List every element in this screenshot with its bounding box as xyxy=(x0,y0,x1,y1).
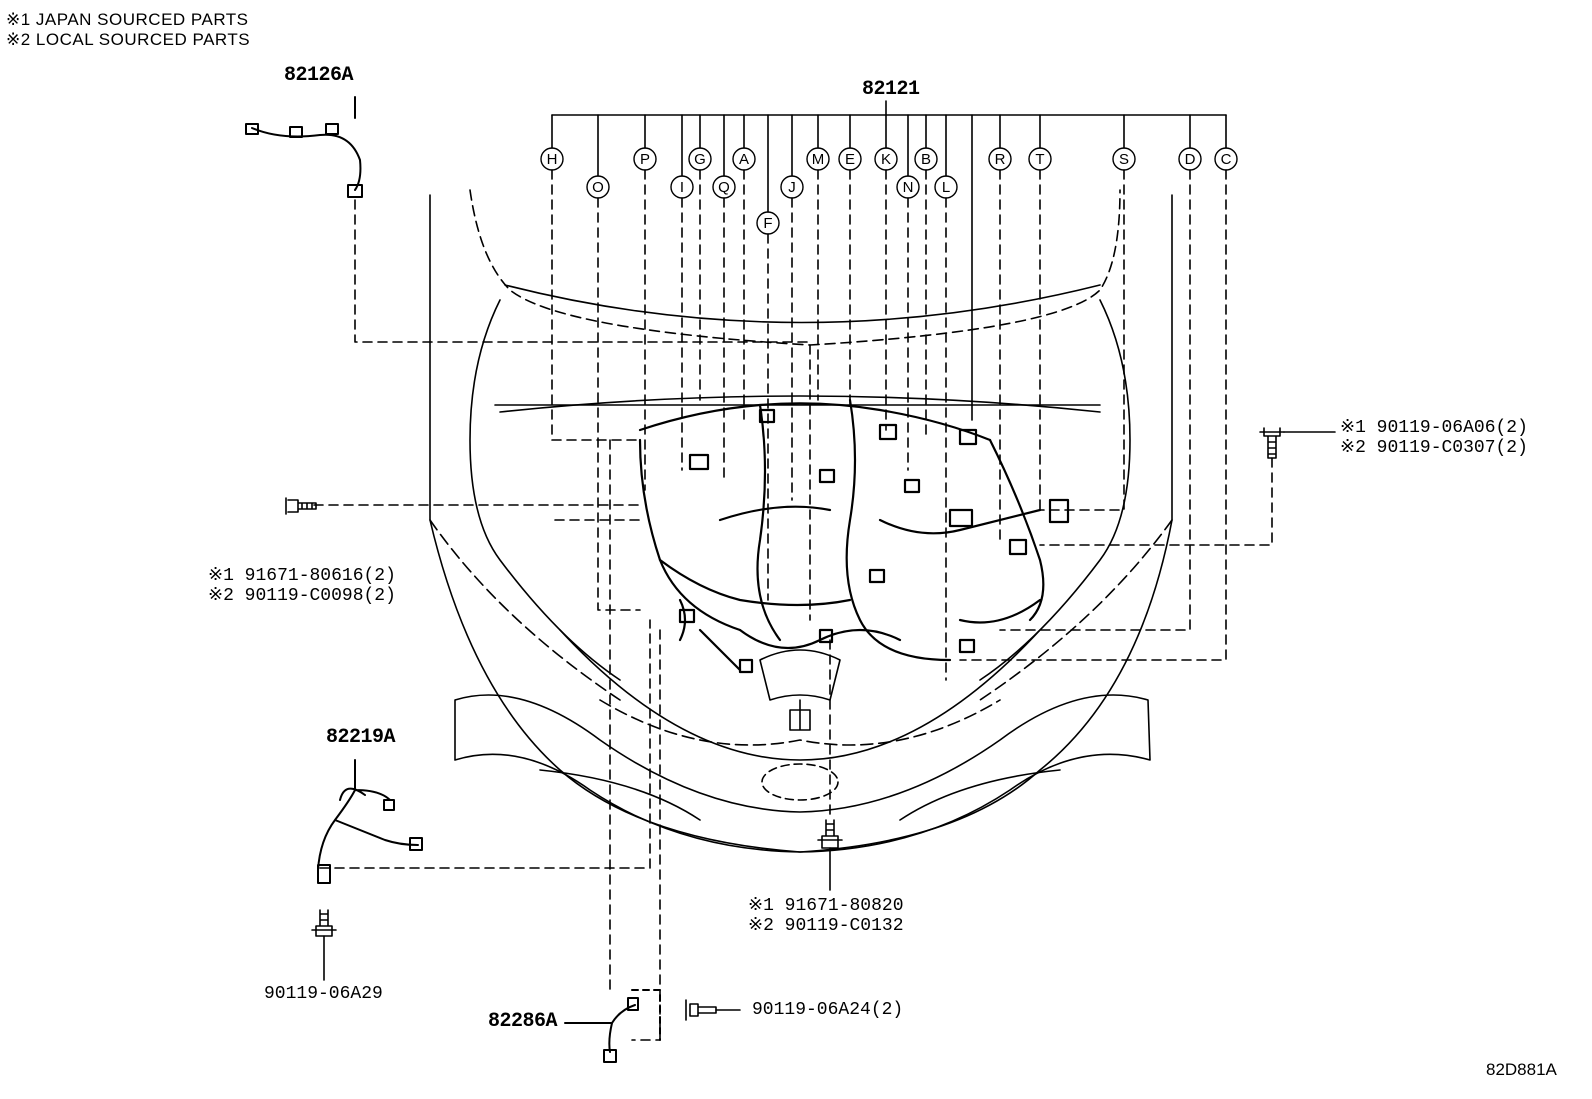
part-label-82121: 82121 xyxy=(862,78,920,101)
connector-label-l: L xyxy=(942,179,950,196)
part-label-bolt-82286a: 90119-06A24(2) xyxy=(752,1000,904,1020)
connector-label-a: A xyxy=(739,151,749,168)
part-label-bolt-center-2: ※2 90119-C0132 xyxy=(748,916,904,936)
connector-label-q: Q xyxy=(718,179,730,196)
connector-label-e: E xyxy=(845,151,855,168)
bolt-icon-right xyxy=(1259,427,1336,459)
bolt-icon-82219a xyxy=(311,909,337,981)
connector-label-b: B xyxy=(921,151,931,168)
connector-label-g: G xyxy=(694,151,706,168)
part-label-82286a: 82286A xyxy=(488,1010,558,1033)
part-label-bolt-82219a: 90119-06A29 xyxy=(264,984,383,1004)
connector-label-h: H xyxy=(547,151,558,168)
part-label-bolt-center-1: ※1 91671-80820 xyxy=(748,896,904,916)
bolt-icon-82286a xyxy=(685,999,741,1021)
connector-label-i: I xyxy=(680,179,684,196)
bolt-icon-left xyxy=(285,497,317,515)
note-local-sourced: ※2 LOCAL SOURCED PARTS xyxy=(6,30,251,49)
dashed-leaders xyxy=(313,169,1273,1041)
connector-label-s: S xyxy=(1119,151,1129,168)
part-label-82126a: 82126A xyxy=(284,64,354,87)
connector-label-o: O xyxy=(592,179,604,196)
connector-circles xyxy=(540,147,1238,235)
connector-label-d: D xyxy=(1185,151,1196,168)
connector-label-m: M xyxy=(812,151,825,168)
connector-label-c: C xyxy=(1221,151,1232,168)
connector-label-p: P xyxy=(640,151,650,168)
part-label-bolt-left-2: ※2 90119-C0098(2) xyxy=(208,586,396,606)
part-label-bolt-right-2: ※2 90119-C0307(2) xyxy=(1340,438,1528,458)
part-label-bolt-right-1: ※1 90119-06A06(2) xyxy=(1340,418,1528,438)
sub-harness-82126a xyxy=(245,96,363,198)
engine-harness-bundle xyxy=(638,398,1070,674)
sub-harness-82219a xyxy=(317,759,423,884)
connector-label-k: K xyxy=(881,151,891,168)
connector-label-f: F xyxy=(763,215,772,232)
connector-label-n: N xyxy=(903,179,914,196)
part-label-bolt-left-1: ※1 91671-80616(2) xyxy=(208,566,396,586)
bolt-icon-center xyxy=(817,819,843,891)
car-body-outline xyxy=(429,189,1173,853)
connector-label-r: R xyxy=(995,151,1006,168)
note-japan-sourced: ※1 JAPAN SOURCED PARTS xyxy=(6,10,249,29)
connector-label-t: T xyxy=(1035,151,1044,168)
connector-label-j: J xyxy=(788,179,796,196)
diagram-reference-code: 82D881A xyxy=(1486,1060,1557,1079)
part-label-82219a: 82219A xyxy=(326,726,396,749)
leader-lines-82121 xyxy=(551,100,1227,421)
sub-harness-82286a xyxy=(564,989,661,1063)
